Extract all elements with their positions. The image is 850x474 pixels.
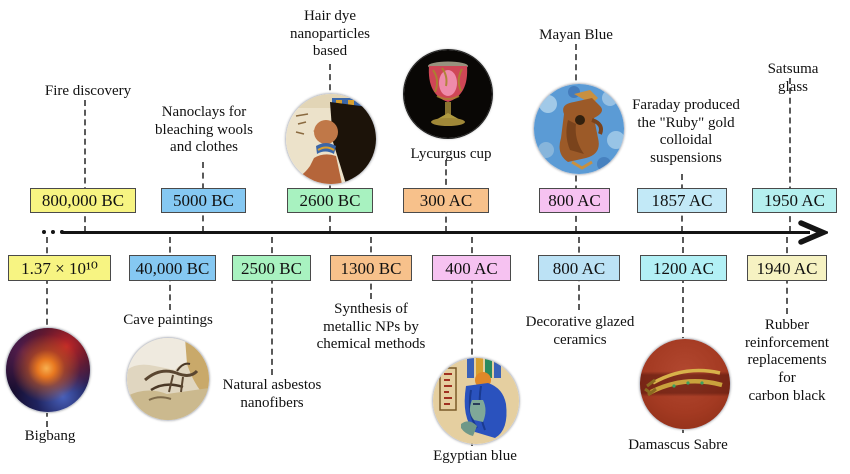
tick-fire-discovery: [84, 100, 86, 232]
cave-paintings-photo: [126, 337, 210, 421]
label-synthesis: Synthesis of metallic NPs by chemical me…: [316, 301, 426, 353]
date-box-bigbang-age: 1.37 × 10¹⁰: [8, 255, 111, 281]
date-box-800000-bc: 800,000 BC: [30, 188, 136, 213]
date-box-2500-bc: 2500 BC: [232, 255, 311, 281]
tick-egyptian-blue: [471, 237, 473, 446]
label-fire-discovery: Fire discovery: [44, 83, 132, 99]
label-cave-paintings: Cave paintings: [123, 312, 213, 328]
label-mayan-blue: Mayan Blue: [539, 27, 613, 43]
egyptian-hair-dye-photo: [285, 93, 377, 185]
label-egyptian-blue: Egyptian blue: [433, 448, 517, 464]
label-lycurgus-cup: Lycurgus cup: [410, 146, 492, 162]
label-glazed-ceramics: Decorative glazed ceramics: [525, 314, 635, 348]
date-box-2600-bc: 2600 BC: [287, 188, 373, 213]
date-box-1857-ac: 1857 AC: [637, 188, 727, 213]
axis-arrow-head-icon: [798, 220, 830, 250]
date-box-40000-bc: 40,000 BC: [129, 255, 216, 281]
axis-line: [62, 231, 810, 234]
tick-satsuma: [789, 78, 791, 232]
label-satsuma-glass: Satsuma glass: [767, 61, 819, 95]
date-box-5000-bc: 5000 BC: [161, 188, 246, 213]
tick-damascus: [682, 237, 684, 433]
tick-asbestos: [271, 237, 273, 375]
date-box-800-ac-bottom: 800 AC: [538, 255, 620, 281]
egyptian-blue-photo: [432, 357, 520, 445]
date-box-1940-ac: 1940 AC: [747, 255, 827, 281]
date-box-800-ac-top: 800 AC: [539, 188, 610, 213]
date-box-300-ac: 300 AC: [403, 188, 489, 213]
mayan-blue-photo: [533, 83, 625, 175]
date-box-1300-bc: 1300 BC: [330, 255, 412, 281]
lycurgus-cup-photo: [403, 49, 493, 139]
label-nanoclays: Nanoclays for bleaching wools and clothe…: [155, 104, 253, 156]
date-box-400-ac: 400 AC: [432, 255, 511, 281]
label-faraday: Faraday produced the "Ruby" gold colloid…: [632, 97, 740, 167]
date-box-1200-ac: 1200 AC: [640, 255, 727, 281]
label-asbestos: Natural asbestos nanofibers: [222, 377, 322, 411]
date-box-1950-ac: 1950 AC: [752, 188, 837, 213]
label-bigbang: Bigbang: [24, 428, 76, 444]
bigbang-photo: [5, 327, 91, 413]
damascus-sabre-photo: [639, 338, 731, 430]
label-damascus-sabre: Damascus Sabre: [628, 437, 728, 453]
label-hair-dye: Hair dye nanoparticles based: [290, 8, 370, 60]
label-rubber: Rubber reinforcement replacements for ca…: [744, 317, 830, 404]
axis-dotted-origin: [42, 230, 64, 234]
